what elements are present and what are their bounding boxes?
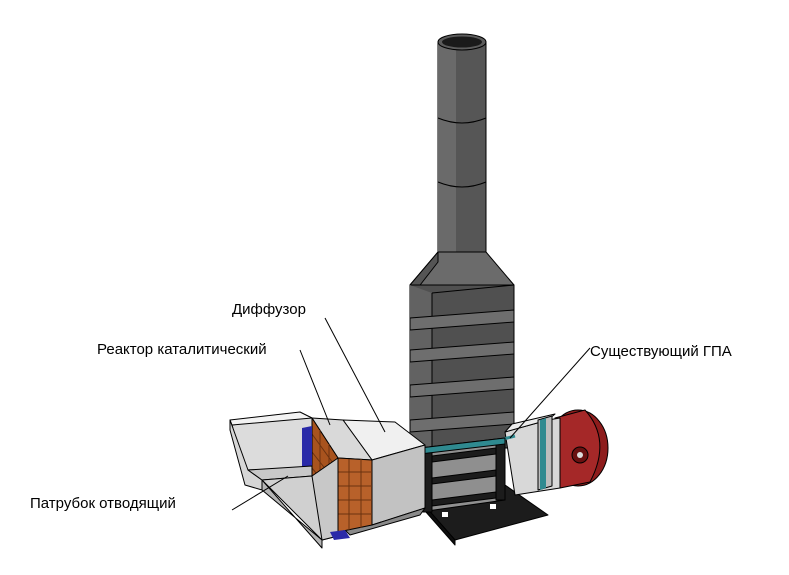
label-reactor: Реактор каталитический [97, 341, 267, 358]
leader-outlet-pipe [231, 475, 289, 511]
leader-existing-gpa [509, 347, 591, 439]
label-diffuser: Диффузор [232, 301, 306, 318]
existing-gpa-unit [547, 409, 609, 489]
inlet-duct [499, 413, 561, 496]
leader-reactor [299, 349, 331, 426]
leader-diffuser [324, 317, 386, 433]
label-existing-gpa: Существующий ГПА [590, 343, 732, 360]
exhaust-stack [409, 33, 515, 449]
label-outlet-pipe: Патрубок отводящий [30, 495, 176, 512]
outlet-pipe [229, 411, 350, 549]
support-frame [419, 437, 506, 517]
leader-lines [231, 317, 591, 511]
